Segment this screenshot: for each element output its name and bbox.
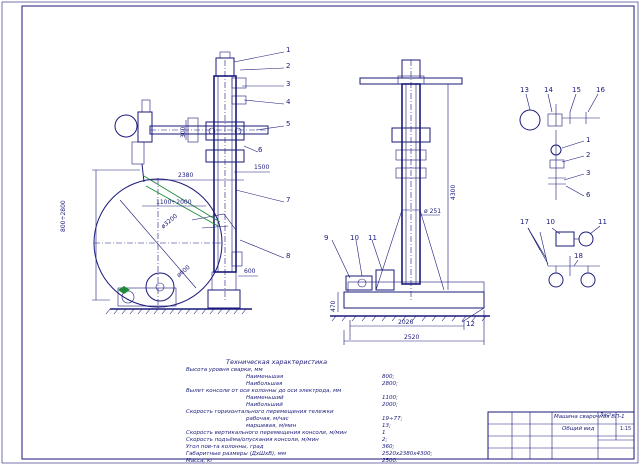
title-block — [487, 411, 635, 460]
front-view — [92, 51, 285, 315]
side-view — [330, 59, 490, 345]
schematics — [519, 93, 601, 288]
inner-frame — [21, 5, 635, 460]
side-base — [343, 291, 485, 309]
roller-circle — [145, 272, 175, 302]
